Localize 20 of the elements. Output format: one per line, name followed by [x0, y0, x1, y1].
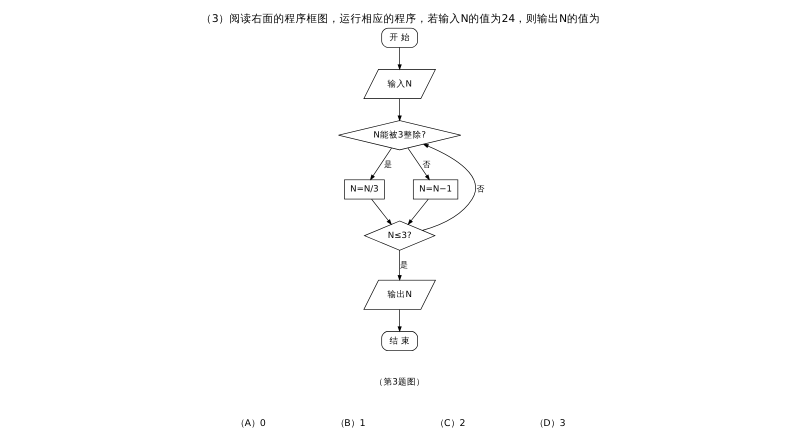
- arrow: [422, 144, 476, 231]
- label: （D）3: [534, 418, 565, 429]
- label: （B）1: [334, 418, 366, 429]
- arrow: [397, 250, 402, 282]
- arrow: [407, 198, 428, 226]
- label: （A）0: [235, 418, 266, 429]
- arrow: [397, 309, 402, 332]
- arrow: [369, 148, 392, 181]
- diagram-title: （3）阅读右面的程序框图，运行相应的程序，若输入N的值为24，则输出N的值为: [200, 12, 600, 26]
- node-box: N=N−1: [412, 179, 458, 200]
- node-box: 结 束: [380, 331, 418, 352]
- arrow: [407, 148, 430, 181]
- arrow: [397, 47, 402, 70]
- node-box: N=N/3: [344, 179, 384, 200]
- arrow: [370, 198, 392, 226]
- node-diamond: N≤3?: [363, 220, 436, 251]
- node-box: 开 始: [380, 28, 418, 48]
- caption: （第3题图）: [374, 378, 424, 388]
- arrow: [397, 98, 402, 122]
- label: （C）2: [434, 418, 465, 429]
